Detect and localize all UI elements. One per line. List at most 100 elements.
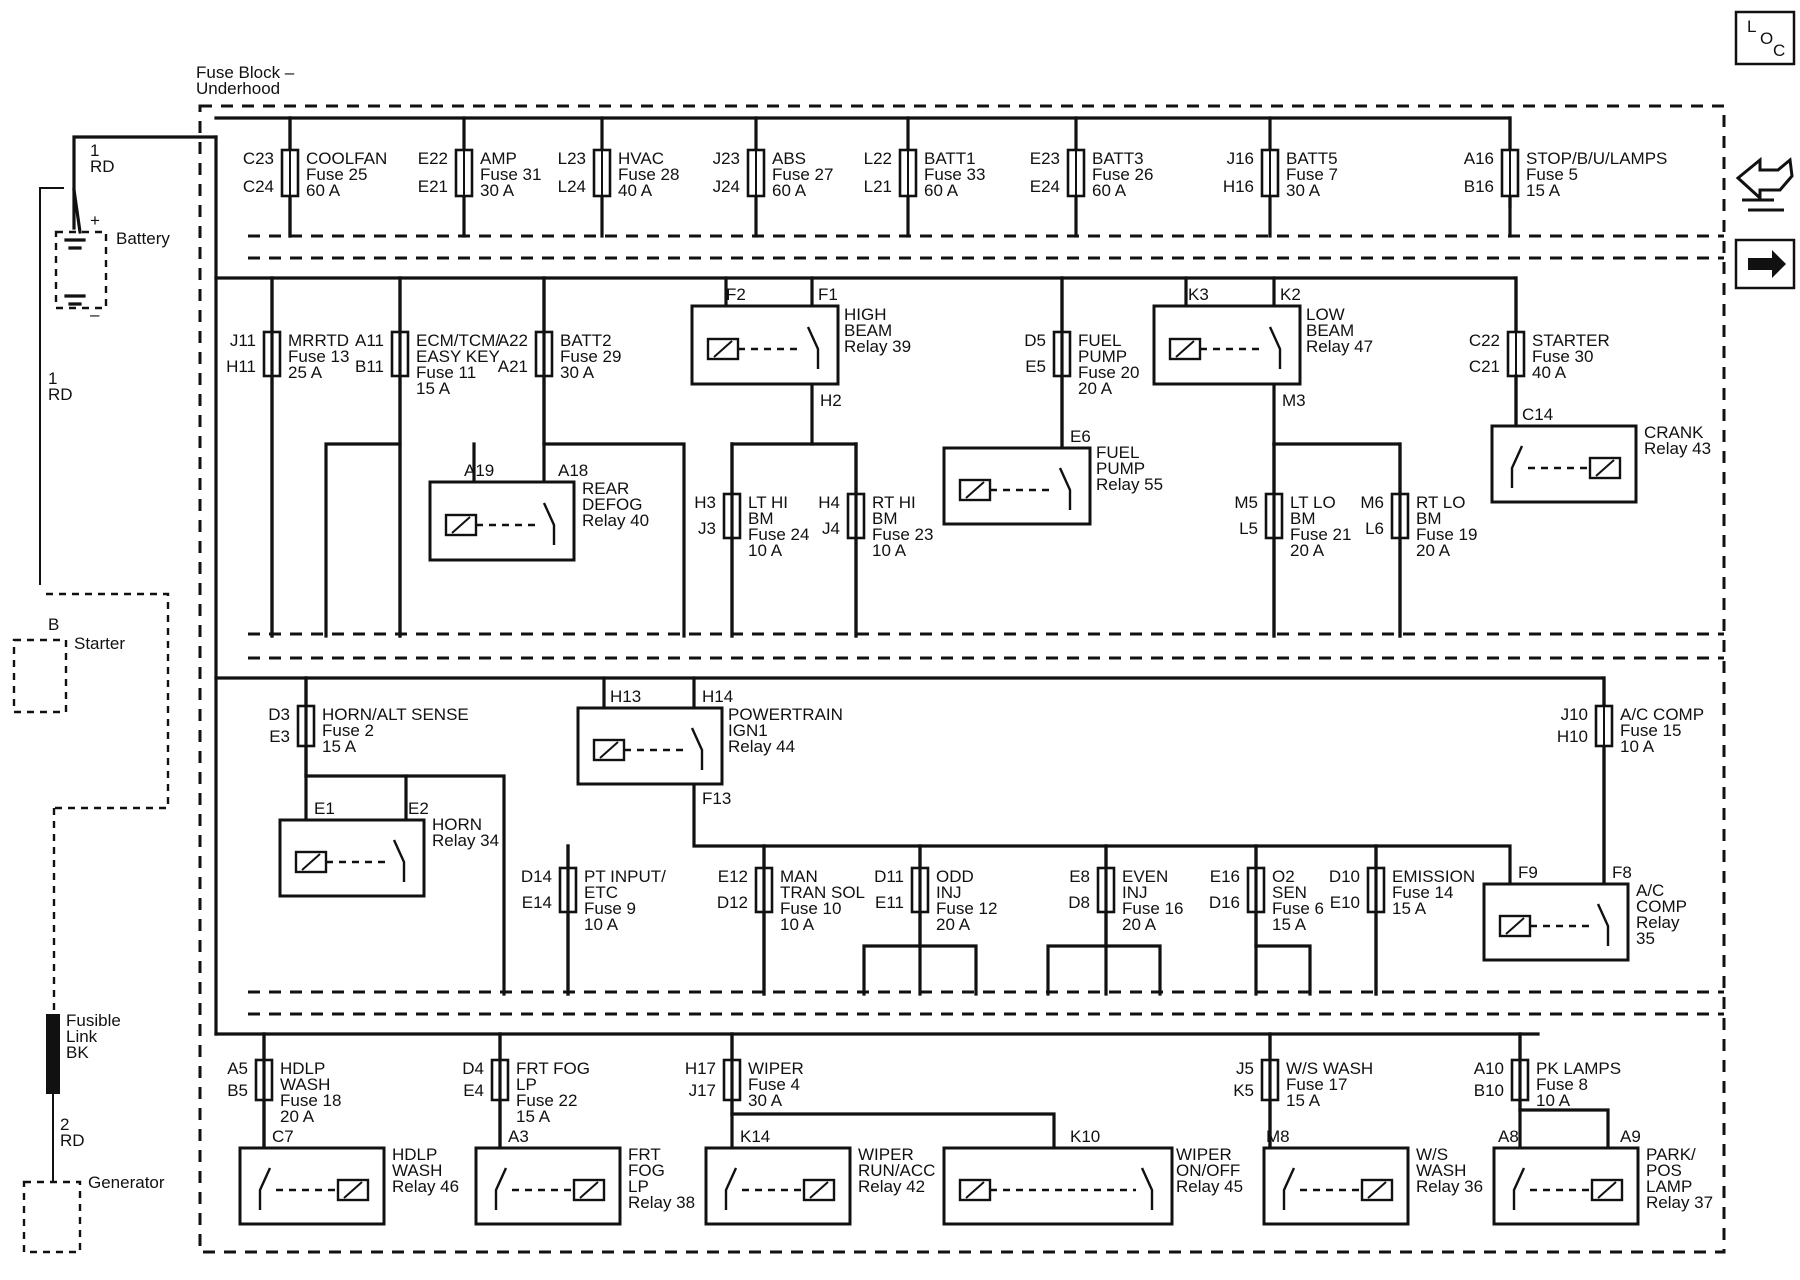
relay-label: Relay 42	[858, 1177, 925, 1196]
forward-arrow-icon[interactable]	[1734, 238, 1796, 290]
fuse-bottom-pin: E14	[522, 893, 552, 912]
fuse-label: RT LO	[1416, 493, 1465, 512]
relay-pin: A8	[1498, 1127, 1519, 1146]
relay-pin: E1	[314, 799, 335, 818]
battery-minus: –	[90, 305, 100, 324]
loc-icon[interactable]: L O C	[1734, 10, 1796, 66]
fuse-label: MRRTD	[288, 331, 349, 350]
relay-label: COMP	[1636, 897, 1687, 916]
fuse-bottom-pin: H16	[1223, 177, 1254, 196]
starter: B Starter	[12, 592, 170, 1010]
fuse-label: 15 A	[1286, 1091, 1321, 1110]
fuse-label: 10 A	[1536, 1091, 1571, 1110]
relay-pin: F9	[1518, 863, 1538, 882]
relay-pin: M3	[1282, 391, 1306, 410]
fuse-bottom-pin: B16	[1464, 177, 1494, 196]
fuse-top-pin: C22	[1469, 331, 1500, 350]
fuse-label: HORN/ALT SENSE	[322, 705, 469, 724]
relay-pin: F2	[726, 285, 746, 304]
fuse-label: BATT1	[924, 149, 976, 168]
fuse-bottom-pin: L5	[1239, 519, 1258, 538]
fuse-label: BM	[1290, 509, 1316, 528]
relay-label: CRANK	[1644, 423, 1704, 442]
back-arrow-icon[interactable]	[1735, 156, 1794, 212]
relay-label: 35	[1636, 929, 1655, 948]
fuse-label: Fuse 2	[322, 721, 374, 740]
relay-pin: K10	[1070, 1127, 1100, 1146]
fusible-link-label-2: Link	[66, 1027, 98, 1046]
fuse-bottom-pin: L24	[558, 177, 586, 196]
relay-label: LOW	[1306, 305, 1345, 324]
fuse-label: 10 A	[748, 541, 783, 560]
relay-pin: A9	[1620, 1127, 1641, 1146]
fuse-label: 10 A	[872, 541, 907, 560]
fuse-bottom-pin: A21	[498, 357, 528, 376]
battery-wire-mid-num: 1	[48, 369, 57, 388]
relay-label: PARK/	[1646, 1145, 1696, 1164]
fuse-bottom-pin: C21	[1469, 357, 1500, 376]
fuse-bottom-pin: E4	[463, 1081, 484, 1100]
fuse-label: Fuse 14	[1392, 883, 1453, 902]
relay-pin: C7	[272, 1127, 294, 1146]
relay-label: Relay 40	[582, 511, 649, 530]
relay-label: HIGH	[844, 305, 887, 324]
row3-wiring	[304, 676, 1606, 996]
fuse-label: FRT FOG	[516, 1059, 590, 1078]
relay-label: Relay 44	[728, 737, 795, 756]
fuse-bottom-pin: E10	[1330, 893, 1360, 912]
fuse-label: Fuse 21	[1290, 525, 1351, 544]
fuse-bottom-pin: L21	[864, 177, 892, 196]
fuse-top-pin: E12	[718, 867, 748, 886]
fuse-bottom-pin: J4	[822, 519, 840, 538]
relay-label: POWERTRAIN	[728, 705, 843, 724]
generator-label: Generator	[88, 1173, 165, 1192]
fuse-top-pin: J23	[713, 149, 740, 168]
fuse-bottom-pin: B11	[355, 357, 384, 376]
fuse-label: FUEL	[1078, 331, 1121, 350]
fuse-label: 15 A	[1392, 899, 1427, 918]
fuse-label: 15 A	[516, 1107, 551, 1126]
